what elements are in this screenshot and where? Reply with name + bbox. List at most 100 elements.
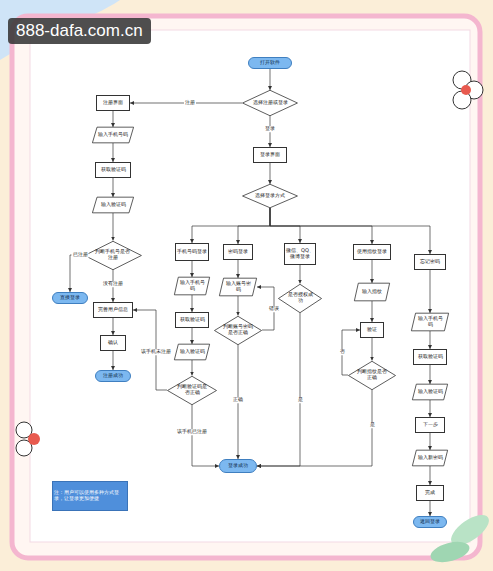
- flow-connector: [238, 208, 270, 244]
- node-text-block: 直接登录: [60, 295, 80, 301]
- flow-connector: [430, 466, 431, 485]
- edge-label: 该手机已注册: [176, 429, 208, 435]
- node-text-block: 登录成功: [228, 463, 248, 469]
- flow-connector: [270, 208, 300, 243]
- node-label: 注册界面: [103, 100, 123, 106]
- process-box: 下一步: [415, 417, 445, 433]
- node-text-block: 登录界面: [260, 152, 280, 158]
- terminal-oval: 登录成功: [219, 459, 257, 473]
- input-parallelogram: 输入手机号码: [92, 127, 134, 143]
- node-text-block: 选择登录方式: [255, 193, 285, 199]
- process-box: 获取验证码: [413, 349, 447, 365]
- node-text-block: 微信、QQ、微博登录: [286, 248, 314, 260]
- node-label: 获取验证码: [101, 167, 126, 173]
- flow-connector: [300, 265, 301, 284]
- node-text-block: 输入验证码: [418, 389, 443, 395]
- decision-diamond: 判断验证码是否正确: [167, 376, 217, 405]
- node-label: 使用指纹登录: [357, 249, 387, 255]
- node-label: 输入手机号码: [98, 132, 128, 138]
- node-label: 忘记密码: [420, 259, 440, 265]
- process-box: 验证: [360, 322, 384, 338]
- node-text-block: 判断账号密码是否正确: [222, 324, 254, 336]
- page-frame: [12, 16, 480, 558]
- node-label: 手机号码登录: [177, 249, 207, 255]
- node-label: 是否授权成功: [285, 292, 314, 304]
- flow-connector: [113, 351, 114, 370]
- node-label: 打开软件: [260, 60, 280, 66]
- node-text-block: 输入手机号码: [98, 132, 128, 138]
- node-label: 登录成功: [228, 463, 248, 469]
- flow-connector: [270, 69, 271, 90]
- node-label: 直接登录: [60, 295, 80, 301]
- flow-connector: [372, 301, 373, 322]
- node-text-block: 选择注册或登录: [253, 100, 288, 106]
- node-label: 判断手机号是否注册: [94, 249, 132, 261]
- process-box: 登录界面: [253, 147, 287, 163]
- flow-connector: [113, 213, 114, 241]
- node-text-block: 获取验证码: [418, 354, 443, 360]
- node-text-block: 下一步: [423, 422, 438, 428]
- node-text-block: 判断手机号是否注册: [94, 249, 132, 261]
- edge-label: 已注册: [72, 252, 89, 258]
- node-label: 获取验证码: [180, 317, 205, 323]
- node-text-block: 注册界面: [103, 100, 123, 106]
- input-parallelogram: 输入验证码: [412, 384, 448, 400]
- flow-connector: [430, 331, 431, 349]
- flow-connector: [192, 405, 219, 467]
- node-text-block: 验证: [367, 327, 377, 333]
- node-text-block: 输入新密码: [418, 455, 443, 461]
- flow-connector: [257, 390, 372, 467]
- node-text-block: 输入手机号码: [416, 316, 444, 328]
- node-label: 登录界面: [260, 152, 280, 158]
- node-text-block: 完善用户信息: [98, 307, 128, 313]
- input-parallelogram: 输入指纹: [354, 283, 390, 301]
- node-label: 完成: [425, 490, 435, 496]
- input-parallelogram: 输入验证码: [174, 344, 210, 360]
- edge-label: 是: [369, 422, 376, 428]
- node-text-block: 确认: [108, 340, 118, 346]
- process-box: 完成: [416, 485, 444, 501]
- flow-connector: [238, 296, 239, 316]
- input-parallelogram: 输入手机号码: [411, 313, 449, 331]
- input-parallelogram: 输入验证码: [92, 197, 134, 213]
- decision-diamond: 选择注册或登录: [242, 90, 298, 116]
- terminal-oval: 打开软件: [248, 57, 292, 69]
- node-text-block: 返回登录: [420, 519, 440, 525]
- node-label: 选择登录方式: [255, 193, 285, 199]
- edge-label: 正确: [232, 397, 244, 403]
- node-label: 输入手机号码: [416, 316, 444, 328]
- node-label: 输入指纹: [362, 289, 382, 295]
- terminal-oval: 返回登录: [413, 516, 447, 528]
- node-label: 输入账号密码: [224, 281, 252, 293]
- flow-connector: [257, 313, 300, 467]
- edge-label: 登录: [264, 126, 276, 132]
- flow-connector: [192, 261, 193, 277]
- decision-diamond: 是否授权成功: [278, 284, 322, 313]
- node-text-block: 忘记密码: [420, 259, 440, 265]
- decision-diamond: 判断手机号是否注册: [84, 241, 142, 270]
- node-label: 确认: [108, 340, 118, 346]
- node-text-block: 手机号码登录: [177, 249, 207, 255]
- node-text-block: 输入验证码: [180, 349, 205, 355]
- node-label: 获取验证码: [418, 354, 443, 360]
- flow-connector: [270, 163, 271, 184]
- process-box: 获取验证码: [95, 162, 131, 178]
- node-label: 注册成功: [103, 373, 123, 379]
- node-label: 判断验证码是否正确: [176, 384, 209, 396]
- node-label: 验证: [367, 327, 377, 333]
- node-label: 输入验证码: [180, 349, 205, 355]
- flow-connector: [430, 400, 431, 417]
- node-label: 注：用户可以使用多种方式登录，让登录更加便捷: [54, 490, 126, 502]
- node-label: 输入新密码: [418, 455, 443, 461]
- process-box: 微信、QQ、微博登录: [284, 243, 316, 265]
- process-box: 使用指纹登录: [353, 244, 391, 260]
- terminal-oval: 注册成功: [95, 370, 131, 382]
- node-text-block: 输入指纹: [362, 289, 382, 295]
- node-label: 完善用户信息: [98, 307, 128, 313]
- paper-sheet: [30, 30, 470, 542]
- flow-connector: [430, 501, 431, 516]
- node-text-block: 注：用户可以使用多种方式登录，让登录更加便捷: [54, 490, 126, 502]
- node-text-block: 使用指纹登录: [357, 249, 387, 255]
- edge-label: 错误: [268, 306, 280, 312]
